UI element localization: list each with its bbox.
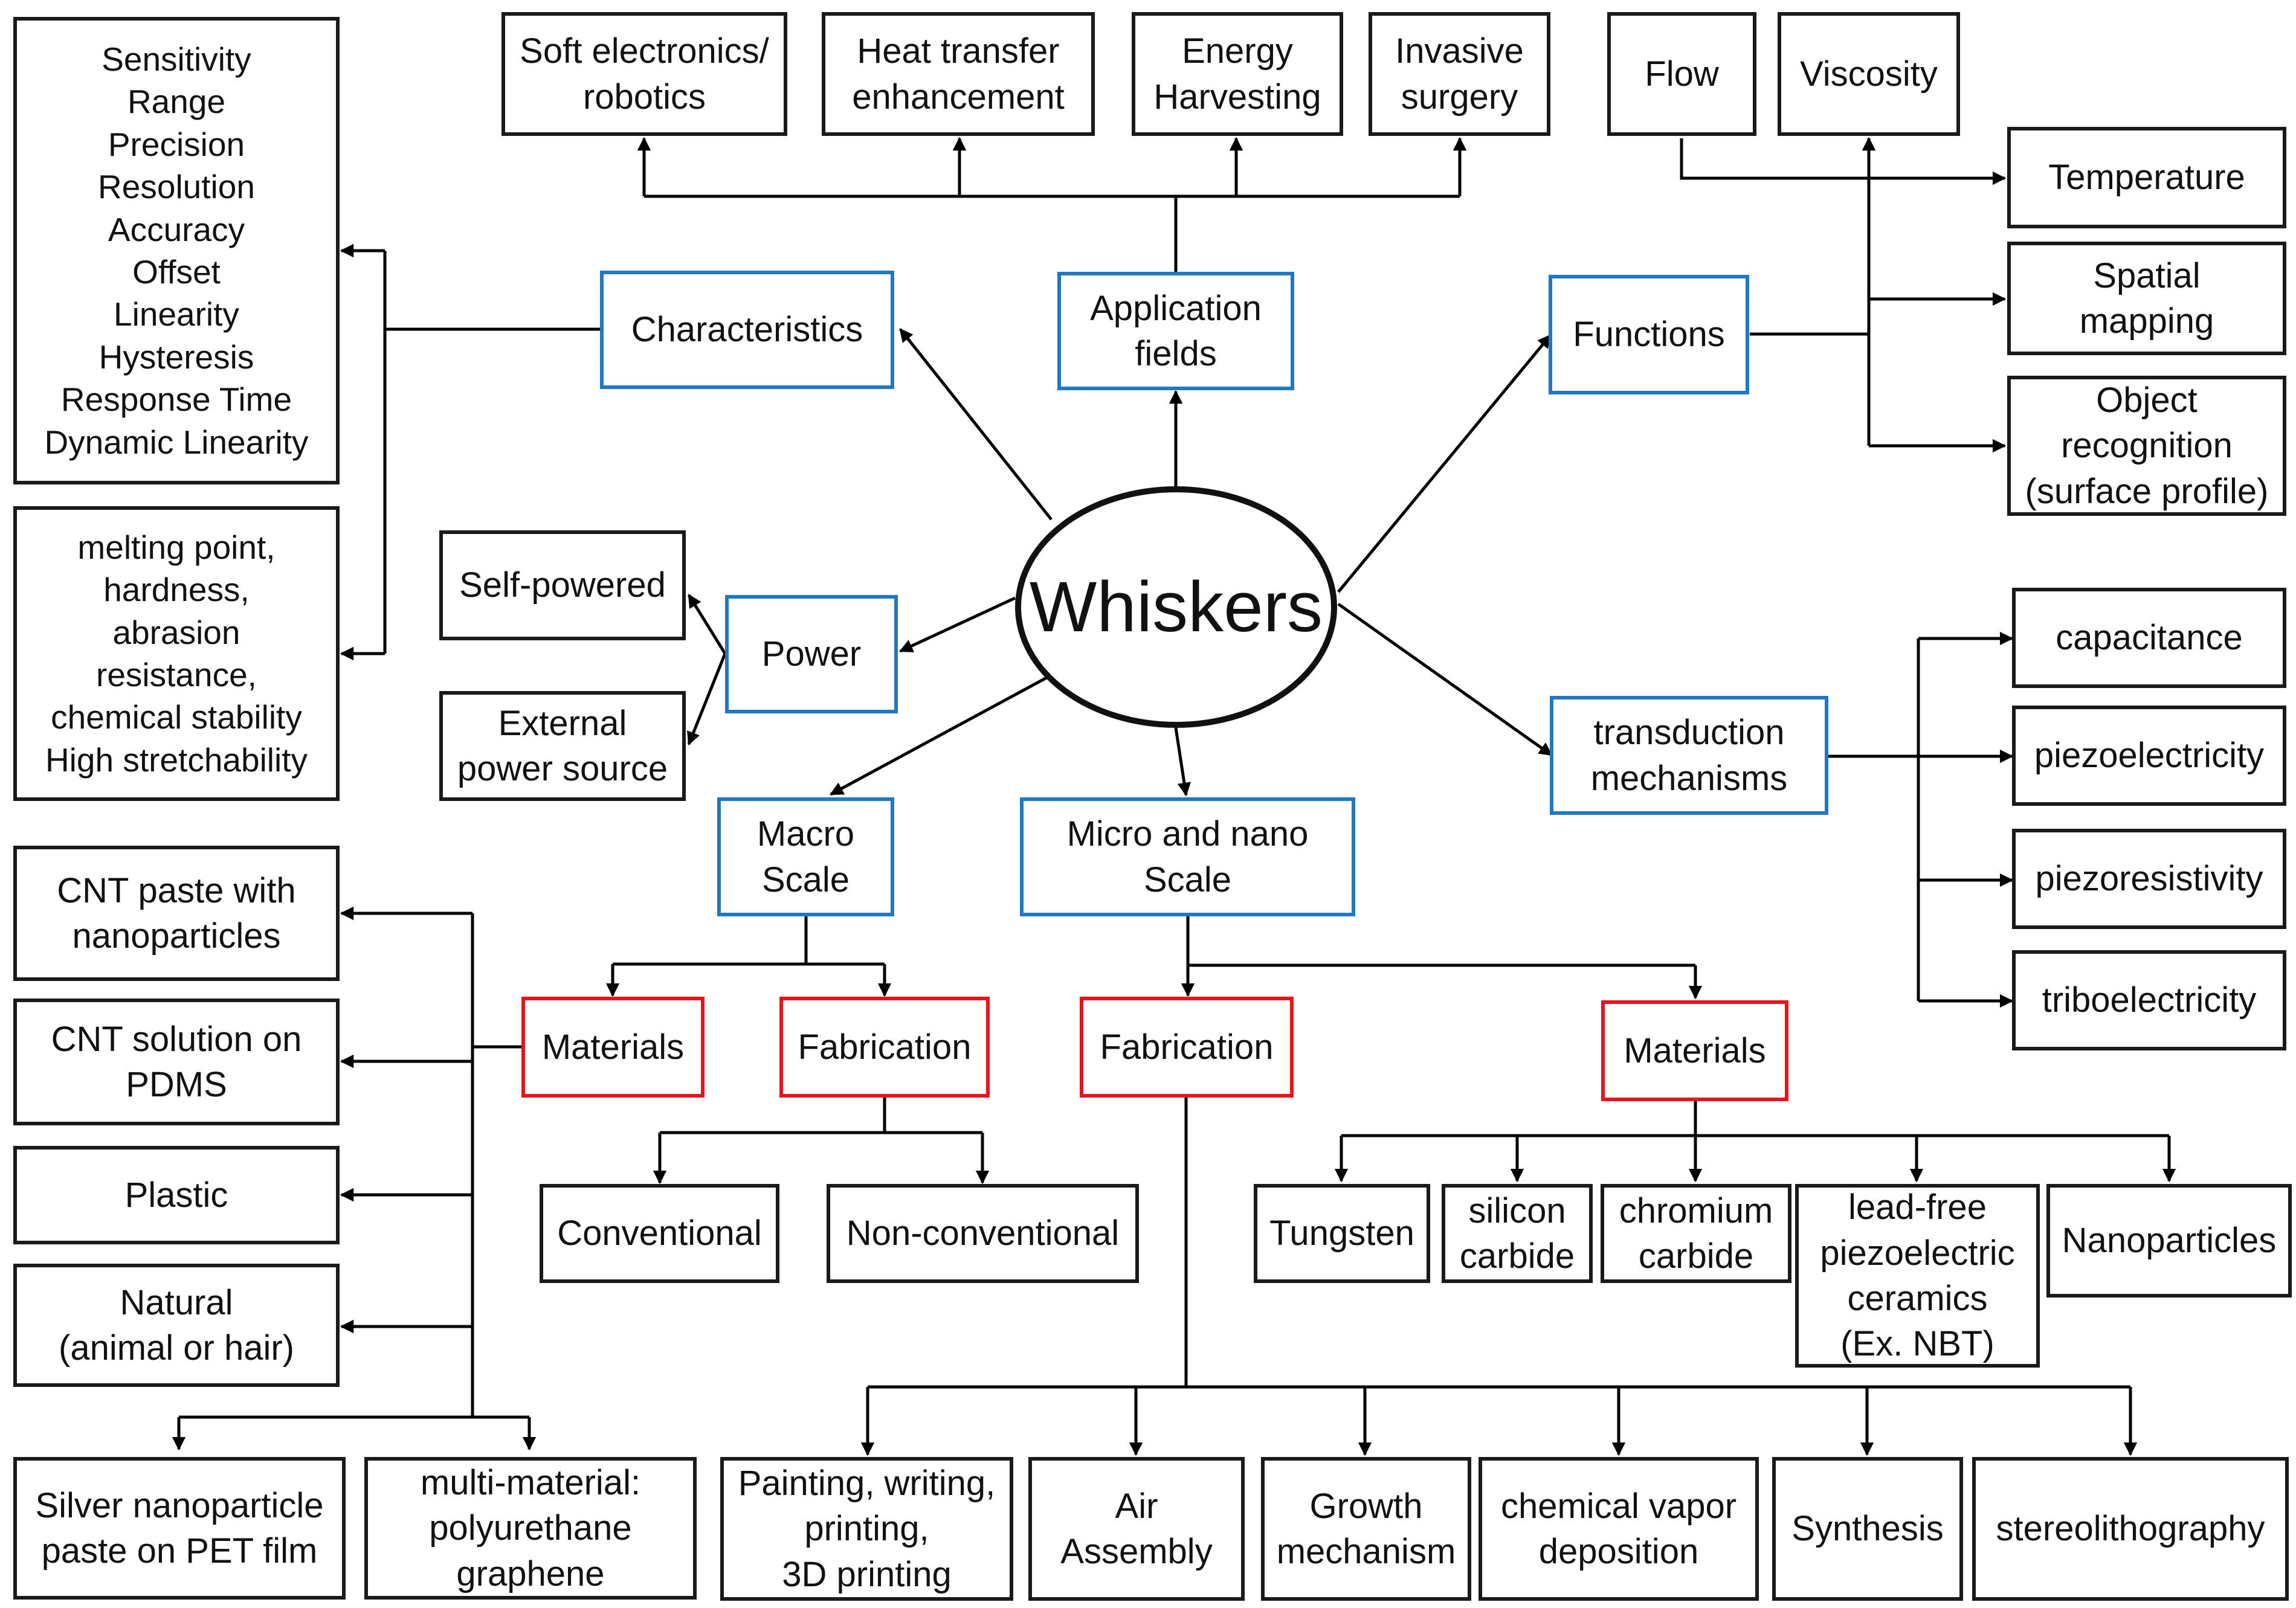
category-power: Power [725, 595, 898, 713]
micro-materials: Materials [1601, 1000, 1788, 1101]
category-micro-nano-scale: Micro and nano Scale [1020, 797, 1355, 916]
fabrication-stereolithography: stereolithography [1972, 1457, 2289, 1601]
material-plastic: Plastic [13, 1146, 340, 1244]
macro-fabrication-conventional: Conventional [540, 1184, 779, 1283]
arrow-hub-to-characteristics [899, 328, 1053, 521]
macro-fabrication-non-conventional: Non-conventional [827, 1184, 1139, 1283]
material-properties-list: melting point, hardness, abrasion resist… [13, 506, 340, 801]
material-cnt-solution: CNT solution on PDMS [13, 999, 340, 1125]
macro-materials: Materials [521, 997, 705, 1098]
material-natural: Natural (animal or hair) [13, 1264, 340, 1387]
macro-fabrication: Fabrication [779, 997, 990, 1098]
category-functions: Functions [1549, 275, 1749, 394]
application-invasive-surgery: Invasive surgery [1369, 12, 1550, 136]
fabrication-synthesis: Synthesis [1772, 1457, 1963, 1601]
function-flow: Flow [1607, 12, 1756, 136]
function-temperature: Temperature [2007, 127, 2286, 228]
transduction-piezoresistivity: piezoresistivity [2012, 829, 2286, 929]
arrow-hub-to-micro [1174, 727, 1192, 797]
function-viscosity: Viscosity [1778, 12, 1960, 136]
application-soft-electronics-robotics: Soft electronics/ robotics [501, 12, 787, 136]
function-object-recognition: Object recognition (surface profile) [2007, 376, 2286, 516]
center-hub-whiskers: Whiskers [1015, 486, 1337, 728]
micro-material-lead-free-ceramics: lead-free piezoelectric ceramics (Ex. NB… [1795, 1184, 2040, 1368]
power-self-powered: Self-powered [439, 530, 686, 640]
application-energy-harvesting: Energy Harvesting [1132, 12, 1343, 136]
arrow-hub-to-transduction [1337, 602, 1553, 757]
category-characteristics: Characteristics [600, 271, 894, 389]
fabrication-chemical-vapor-deposition: chemical vapor deposition [1479, 1457, 1759, 1601]
arrow-hub-to-functions [1337, 334, 1552, 593]
fabrication-growth-mechanism: Growth mechanism [1261, 1457, 1471, 1601]
micro-material-chromium-carbide: chromium carbide [1601, 1184, 1791, 1283]
characteristics-list: Sensitivity Range Precision Resolution A… [13, 17, 340, 484]
category-macro-scale: Macro Scale [717, 797, 894, 916]
category-application-fields: Application fields [1057, 272, 1294, 390]
category-transduction-mechanisms: transduction mechanisms [1550, 696, 1828, 815]
material-multi-material: multi-material: polyurethane graphene [364, 1457, 697, 1600]
application-heat-transfer: Heat transfer enhancement [822, 12, 1095, 136]
micro-material-tungsten: Tungsten [1254, 1184, 1430, 1283]
fabrication-painting-printing: Painting, writing, printing, 3D printing [720, 1457, 1013, 1601]
fabrication-air-assembly: Air Assembly [1028, 1457, 1245, 1601]
material-cnt-paste: CNT paste with nanoparticles [13, 846, 340, 981]
micro-material-nanoparticles: Nanoparticles [2046, 1184, 2292, 1298]
transduction-piezoelectricity: piezoelectricity [2012, 706, 2286, 806]
transduction-triboelectricity: triboelectricity [2012, 950, 2286, 1050]
transduction-capacitance: capacitance [2012, 588, 2286, 688]
arrow-hub-to-macro [830, 672, 1056, 796]
micro-fabrication: Fabrication [1080, 997, 1294, 1098]
material-silver-nanoparticle: Silver nanoparticle paste on PET film [13, 1457, 346, 1600]
arrow-hub-to-power [898, 596, 1016, 653]
power-external-source: External power source [439, 691, 686, 801]
function-spatial-mapping: Spatial mapping [2007, 242, 2286, 355]
micro-material-silicon-carbide: silicon carbide [1442, 1184, 1593, 1283]
